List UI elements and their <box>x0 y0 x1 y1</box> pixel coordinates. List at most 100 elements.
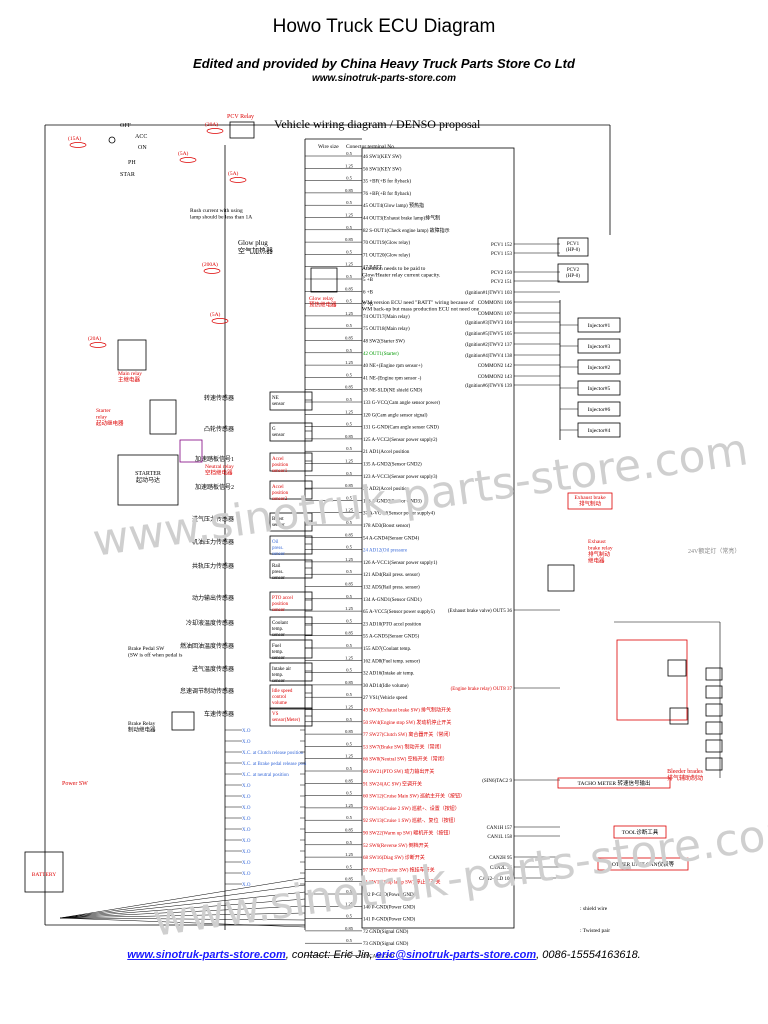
fuse-label: (5A) <box>178 150 189 157</box>
wire-size: 0.5 <box>346 151 352 156</box>
ign-switch-pivot <box>108 136 116 144</box>
wire-size: 0.5 <box>346 176 352 181</box>
ecu-pin: 70 OUT19(Glow relay) <box>363 241 411 246</box>
wire-size: 1.25 <box>345 705 354 710</box>
ecu-pin: 155 AD7(Coolant temp. <box>363 647 411 652</box>
page-title: Howo Truck ECU Diagram <box>272 16 496 37</box>
injector-label: Injector#3 <box>588 344 611 350</box>
wire-size: 0.85 <box>345 336 354 341</box>
wire-size: 1.25 <box>345 901 354 906</box>
wire-size: 1.25 <box>345 951 354 956</box>
wire-size: 0.5 <box>346 840 352 845</box>
starter-relay-label: Starter <box>96 408 111 414</box>
ecu-pin: 46 SW1(KEY SW) <box>363 155 402 160</box>
footer: www.sinotruk-parts-store.com, contact: E… <box>0 949 768 961</box>
switch-label: X.O <box>242 795 251 800</box>
sensor-box <box>269 512 313 532</box>
brake-pedal-label: (SW is off when pedal is <box>128 652 182 659</box>
bleeder-label: Bleeder brades <box>667 769 703 775</box>
starter-box <box>117 454 179 506</box>
ecu-pin: 32 AD16(Intake air temp. <box>363 672 414 677</box>
ecu-pin: 68 SW16(Diag SW) 诊断开关 <box>363 854 425 861</box>
switch-label: X.O <box>242 839 251 844</box>
ground-fan-wire <box>59 917 306 928</box>
wire-size: 1.25 <box>345 754 354 759</box>
wire-size: 0.5 <box>346 200 352 205</box>
ecu-pin: 37 A-VCC4(Sensor power supply4) <box>363 512 435 517</box>
ecu-right-pin: (Ignition#1)TWV1 103 <box>465 291 512 296</box>
wire-size: 0.85 <box>345 385 354 390</box>
sensor-box-label: sensor <box>272 523 285 528</box>
ecu-pin: 72 GND(Signal GND) <box>363 930 409 935</box>
sensor-box-label: VS <box>272 712 279 717</box>
wire-size: 0.5 <box>346 938 352 943</box>
tacho-label: TACHO METER 转速信号输出 <box>578 779 651 787</box>
ecu-pin: 7 +B <box>363 303 374 308</box>
sensor-cn-label: 动力输出传感器 <box>192 594 234 602</box>
ecu-right-pin: CAN1H 157 <box>487 826 513 831</box>
wire-size: 0.5 <box>346 766 352 771</box>
bleeder-label: 排气辅助制动 <box>667 774 703 782</box>
ign-on: ON <box>138 145 147 151</box>
starter-relay-box <box>149 399 177 435</box>
fuse-label: (20A) <box>88 335 101 342</box>
footer-email-link[interactable]: eric@sinotruk-parts-store.com <box>375 949 537 961</box>
power-sw-label: Power SW <box>62 781 88 787</box>
ecu-pin: 135 A-GND2(Sensor GND2) <box>363 463 422 468</box>
wire-size: 0.5 <box>346 864 352 869</box>
brake-relay-box <box>171 711 195 731</box>
col-label-terminal: Conector terminal No. <box>346 144 396 150</box>
relay2-box <box>669 707 689 725</box>
ecu-pin: 66 SW8(Neutral SW) 空档开关（常闭） <box>363 756 448 763</box>
wire-size: 0.5 <box>346 791 352 796</box>
ecu-pin: 134 A-GND1(Sensor GND1) <box>363 598 422 603</box>
header-website[interactable]: www.sinotruk-parts-store.com <box>311 73 457 84</box>
attention-note: Attention needs to be paid to <box>362 266 426 272</box>
wire-size: 0.85 <box>345 828 354 833</box>
neutral-relay-label: 空档继电器 <box>205 469 233 477</box>
other-unit-box <box>597 857 689 871</box>
ecu-pin: 123 A-VCC3(Sensor power supply3) <box>363 475 438 480</box>
switch-label: X.C. at Clutch release position <box>242 751 304 756</box>
sensor-box-label: Coolant <box>272 621 288 626</box>
pcv-label: PCV2 <box>567 268 580 273</box>
glow-relay-label: Glow relay <box>309 296 334 302</box>
sensor-cn-label: 加速踏板信号1 <box>195 455 234 463</box>
diagram-heading: Vehicle wiring diagram / DENSO proposal <box>274 117 481 131</box>
sensor-box-label: position <box>272 463 289 468</box>
ground-fan-wire <box>59 912 306 919</box>
wire-size: 1.25 <box>345 409 354 414</box>
sensor-cn-label: 加速踏板信号2 <box>195 483 234 491</box>
fuse-symbol <box>229 177 247 183</box>
sensor-box-label: sensor <box>272 656 285 661</box>
sensor-cn-label: 进气压力传感器 <box>192 515 234 523</box>
ecu-pin: 24 AD12(Oil pressure <box>363 549 408 554</box>
ecu-pin: 35 +BF(+B for flyback) <box>363 180 411 185</box>
rush-note: lamp should be less than 1A <box>190 215 252 221</box>
sensor-box <box>269 391 313 411</box>
wire-size: 1.25 <box>345 557 354 562</box>
ecu-pin: 51 SW17(Stop lamp SW) 停止灯开关 <box>363 879 441 886</box>
ecu-right-pin: CAN2-SLD 101 <box>479 877 512 882</box>
pcv-relay-box <box>229 121 255 139</box>
footer-website-link[interactable]: www.sinotruk-parts-store.com <box>127 949 286 961</box>
sensor-box-label: sensor <box>272 433 285 438</box>
wire-size: 0.5 <box>346 692 352 697</box>
brake-relay-label: Brake Relay <box>128 721 156 727</box>
sensor-box-label: sensor <box>272 633 285 638</box>
sensor-box <box>269 452 313 472</box>
wire-size: 0.5 <box>346 569 352 574</box>
ecu-pin: 162 AD8(Fuel temp. sensor) <box>363 659 420 664</box>
fuse-symbol <box>206 128 224 134</box>
ecu-pin: 102 P-GND(Power GND) <box>363 893 416 898</box>
ecu-pin: 75 OUT18(Main relay) <box>363 327 410 332</box>
ecu-right-pin: (Exhaust brake valve) OUT5 36 <box>448 609 513 614</box>
ecu-pin: 140 P-GND(Power GND) <box>363 905 416 910</box>
connector-pin <box>705 739 723 753</box>
wire-size: 1.25 <box>345 459 354 464</box>
ecu-right-pin: (SIN6)TAC2 9 <box>482 779 512 784</box>
sensor-box-label: sensor1 <box>272 469 288 474</box>
wire-size: 0.85 <box>345 237 354 242</box>
sensor-box-label: G <box>272 427 276 432</box>
sensor-box-label: Accel <box>272 485 284 490</box>
